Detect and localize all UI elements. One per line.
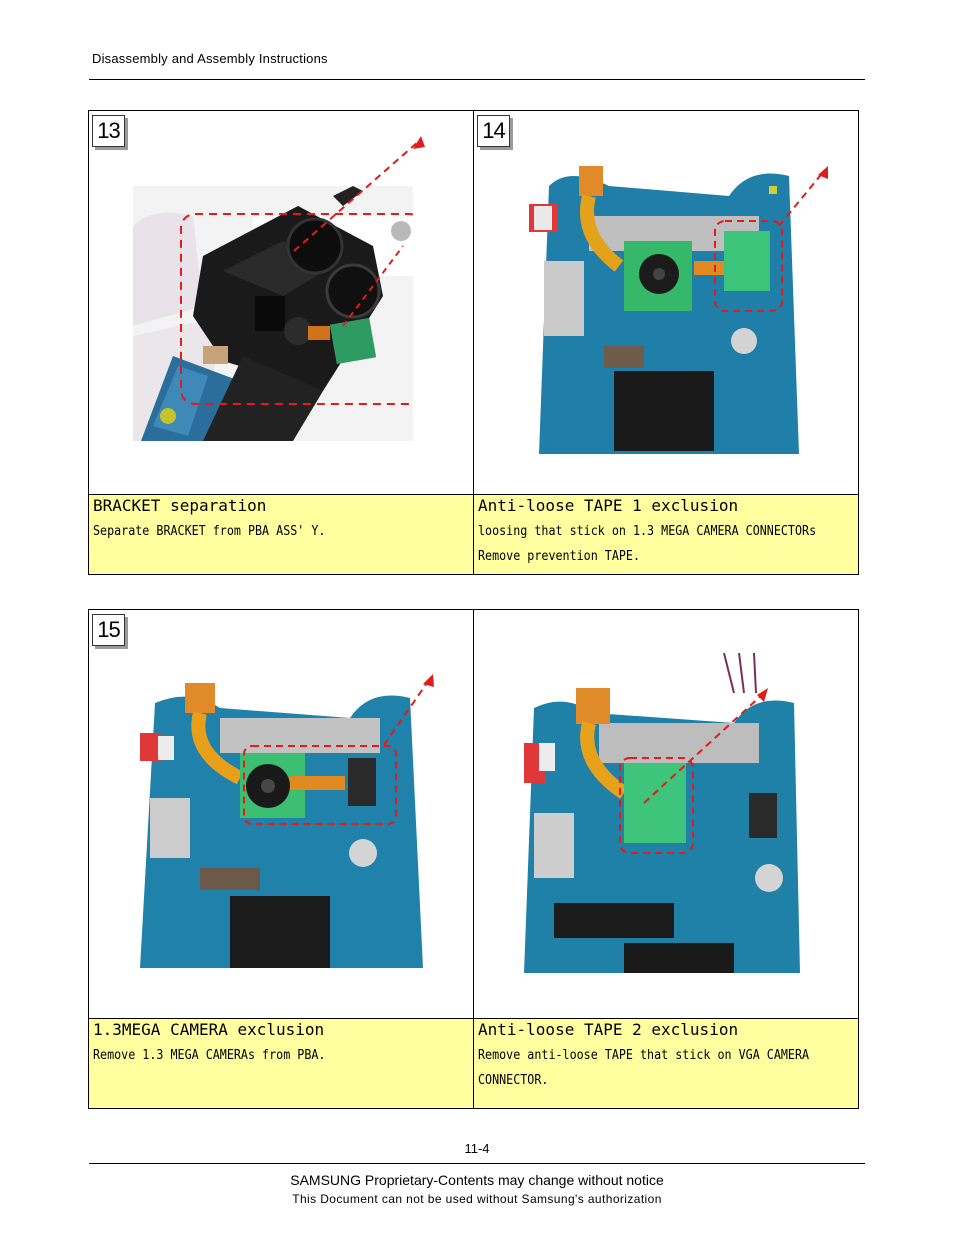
step-instruction-line: Remove 1.3 MEGA CAMERAs from PBA. <box>93 1048 326 1063</box>
step-instruction-line: CONNECTOR. <box>478 1073 549 1088</box>
vga-connector-tape-photo <box>524 653 800 973</box>
header-rule <box>89 79 865 80</box>
step-title: 1.3MEGA CAMERA exclusion <box>93 1020 325 1039</box>
step-instruction-line: Remove prevention TAPE. <box>478 549 641 564</box>
bracket-separation-photo <box>133 186 413 441</box>
step-title: BRACKET separation <box>93 496 267 515</box>
step-instruction-line: loosing that stick on 1.3 MEGA CAMERA CO… <box>478 524 817 539</box>
removal-direction-arrow <box>778 166 828 227</box>
camera-connector-tape-photo <box>529 156 804 454</box>
step-title: Anti-loose TAPE 2 exclusion <box>478 1020 739 1039</box>
footer-rule <box>89 1163 865 1164</box>
step-number-badge: 13 <box>92 115 125 147</box>
column-divider <box>473 111 474 574</box>
step-number-badge: 14 <box>477 115 510 147</box>
step-13-caption: BRACKET separation Separate BRACKET from… <box>89 494 473 574</box>
steps-panel-13-14: 13 <box>88 110 859 575</box>
step-15-caption: 1.3MEGA CAMERA exclusion Remove 1.3 MEGA… <box>89 1018 473 1108</box>
footer-proprietary-notice: SAMSUNG Proprietary-Contents may change … <box>290 1172 664 1188</box>
steps-panel-15: 15 <box>88 609 859 1109</box>
mega-camera-removal-photo <box>140 678 423 968</box>
step-16-caption: Anti-loose TAPE 2 exclusion Remove anti-… <box>474 1018 858 1108</box>
page-number: 11-4 <box>464 1141 490 1156</box>
removal-direction-arrow <box>293 136 425 252</box>
column-divider <box>473 610 474 1108</box>
document-header-title: Disassembly and Assembly Instructions <box>92 51 328 66</box>
step-title: Anti-loose TAPE 1 exclusion <box>478 496 739 515</box>
step-number-badge: 15 <box>92 614 125 646</box>
step-instruction-line: Remove anti-loose TAPE that stick on VGA… <box>478 1048 810 1063</box>
step-14-caption: Anti-loose TAPE 1 exclusion loosing that… <box>474 494 858 574</box>
removal-direction-arrow <box>383 674 434 746</box>
step-instruction-line: Separate BRACKET from PBA ASS' Y. <box>93 524 326 539</box>
footer-authorization-notice: This Document can not be used without Sa… <box>292 1192 662 1206</box>
